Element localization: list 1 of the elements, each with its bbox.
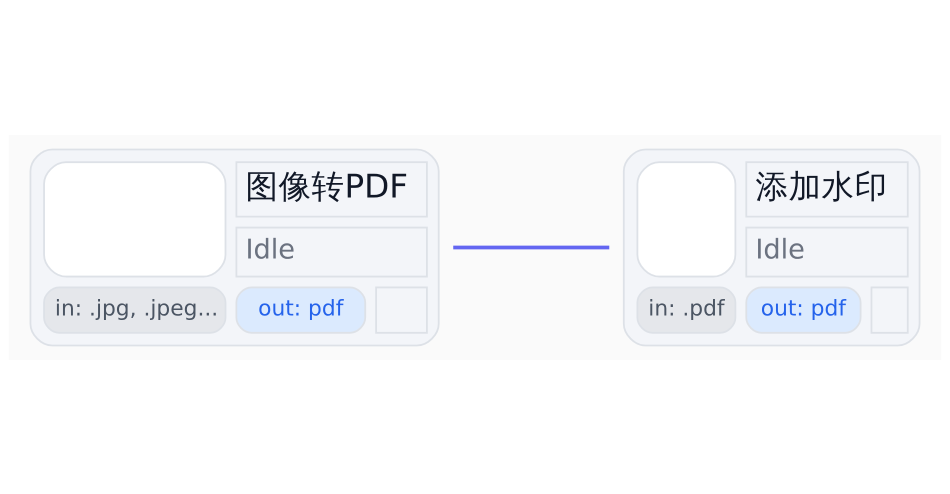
connector [453,245,610,249]
